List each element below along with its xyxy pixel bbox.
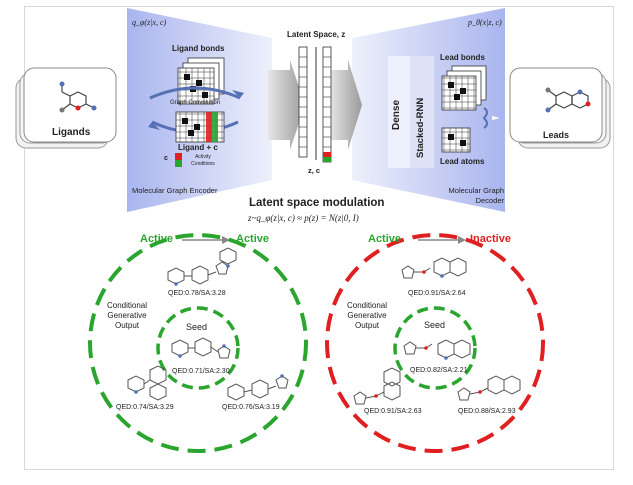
left-output-label: Conditional Generative Output xyxy=(106,301,148,330)
left-br-score: QED:0.76/SA:3.19 xyxy=(222,404,280,411)
c-label: c xyxy=(164,155,168,162)
right-outer-circle xyxy=(325,233,545,453)
zc-label: z, c xyxy=(308,166,321,175)
right-output-label: Conditional Generative Output xyxy=(346,301,388,330)
bracket xyxy=(482,107,488,129)
latent-modulation-title: Latent space modulation xyxy=(249,197,385,209)
encoder-panel xyxy=(127,8,272,212)
right-top-score: QED:0.91/SA:2.64 xyxy=(408,290,466,297)
lead-atoms-matrix xyxy=(441,127,471,153)
dense-block xyxy=(388,56,410,168)
latent-vector-right xyxy=(322,46,332,163)
graph-conv-arrow-top xyxy=(149,86,241,100)
encoder-title: Molecular Graph Encoder xyxy=(132,186,218,195)
left-molecules xyxy=(127,247,289,401)
ligands-card xyxy=(15,67,117,149)
left-to-label: Active xyxy=(236,233,270,245)
atom-dots xyxy=(134,264,482,398)
decoder-formula: p_θ(x|z, c) xyxy=(468,18,502,27)
right-br-score: QED:0.88/SA:2.93 xyxy=(458,408,516,415)
latent-modulation-formula: z~q_φ(z|x, c) ≈ p(z) = N(z|0, I) xyxy=(248,213,359,223)
c-green-square xyxy=(175,160,182,167)
ligand-bonds-label: Ligand bonds xyxy=(172,44,225,53)
left-from-label: Active xyxy=(140,233,174,245)
right-from-label: Active xyxy=(368,233,402,245)
stacked-rnn-block xyxy=(410,56,434,168)
left-bl-score: QED:0.74/SA:3.29 xyxy=(116,404,174,411)
lead-bonds-label: Lead bonds xyxy=(440,53,485,62)
left-seed-score: QED:0.71/SA:2.30 xyxy=(172,368,230,375)
right-molecules xyxy=(353,257,521,405)
right-seed-score: QED:0.82/SA:2.21 xyxy=(410,367,468,374)
dense-label: Dense xyxy=(391,99,402,130)
left-seed-label: Seed xyxy=(186,322,208,332)
ligand-c-matrix xyxy=(175,111,225,143)
right-to-label: Inactive xyxy=(470,233,511,245)
lead-atoms-label: Lead atoms xyxy=(440,157,485,166)
left-top-score: QED:0.78/SA:3.28 xyxy=(168,290,226,297)
activity-conditions-label: Activity Conditions xyxy=(191,154,215,167)
decoder-title: Molecular Graph Decoder xyxy=(448,186,504,205)
left-outer-circle xyxy=(88,233,308,453)
right-bl-score: QED:0.91/SA:2.63 xyxy=(364,408,422,415)
encoder-to-latent-arrow xyxy=(268,60,305,150)
left-seed-circle xyxy=(156,306,240,390)
latent-space-title: Latent Space, z xyxy=(287,30,346,39)
lead-bonds-matrix xyxy=(441,65,487,111)
c-red-square xyxy=(175,153,182,160)
encoder-formula: q_φ(z|x, c) xyxy=(132,18,167,27)
graph-convolution-label: Graph Convolution xyxy=(170,100,221,106)
ligands-label: Ligands xyxy=(52,127,91,138)
latent-vector-left xyxy=(298,46,308,158)
latent-to-decoder-arrow xyxy=(330,60,362,150)
right-seed-label: Seed xyxy=(424,320,446,330)
leads-label: Leads xyxy=(543,130,570,140)
leads-card xyxy=(509,67,611,149)
ligand-c-label: Ligand + c xyxy=(178,143,218,152)
ligand-bonds-matrix xyxy=(177,57,225,105)
right-seed-circle xyxy=(393,306,477,390)
stacked-rnn-label: Stacked-RNN xyxy=(415,97,426,158)
